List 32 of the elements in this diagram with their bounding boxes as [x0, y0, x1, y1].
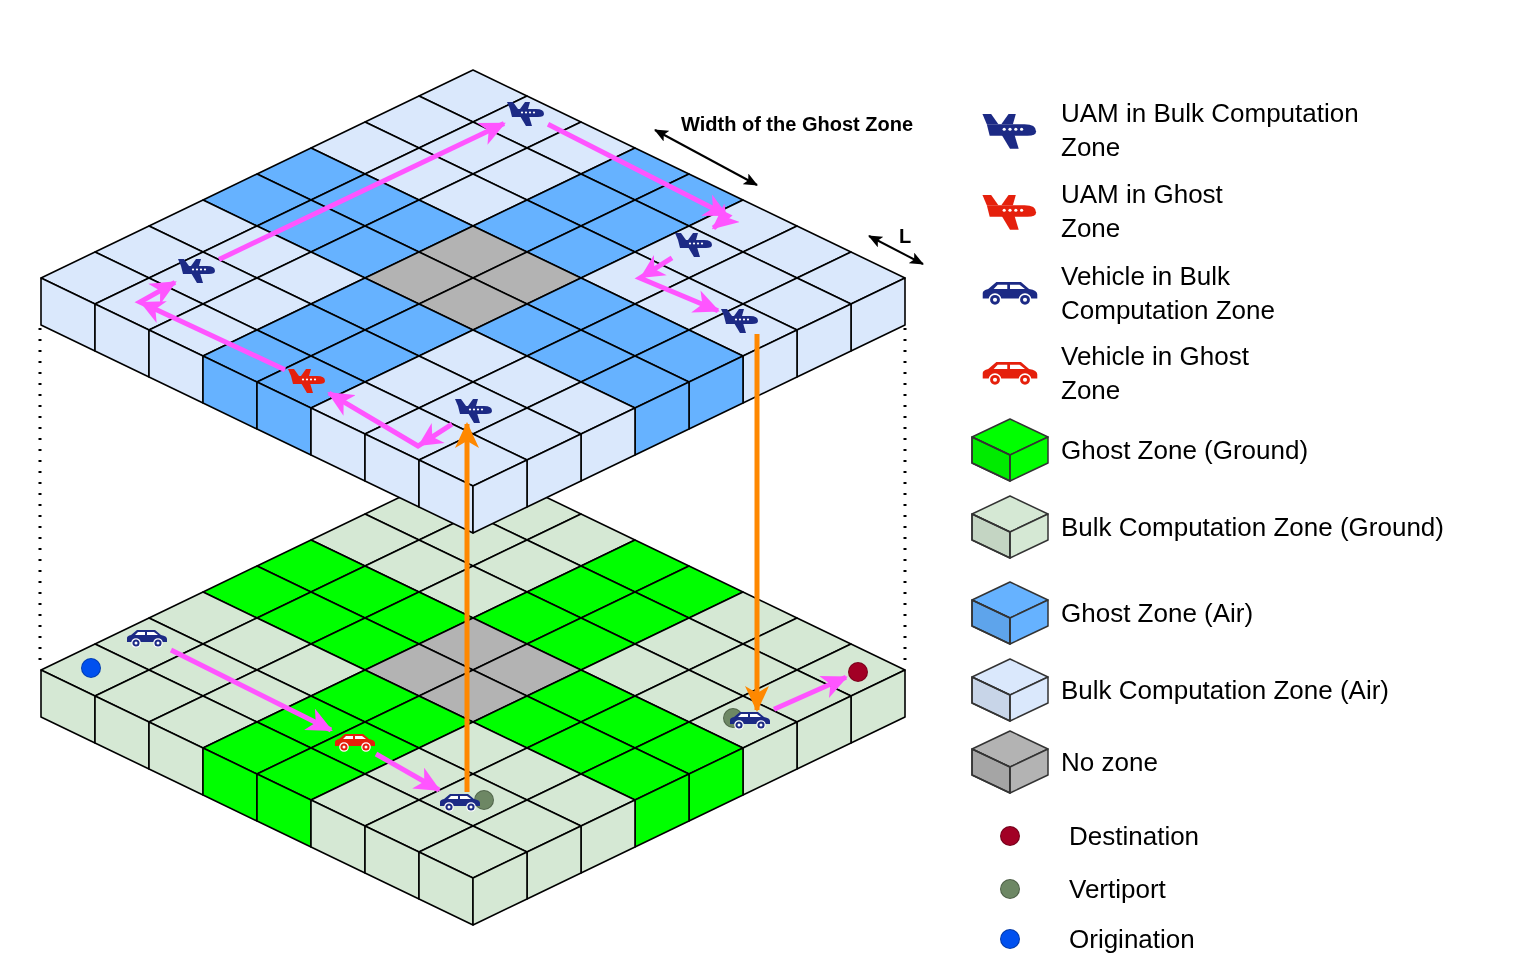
route-arrow: [455, 422, 479, 792]
plane-icon: [506, 99, 546, 127]
route-arrow: [773, 675, 848, 712]
legend-text: UAM in Bulk Computation Zone: [1061, 97, 1360, 164]
route-arrow: [745, 334, 769, 712]
legend-text: Ghost Zone (Air): [1061, 597, 1254, 630]
plane-icon: [674, 230, 714, 258]
car-icon: [125, 628, 169, 648]
plane-icon: [720, 306, 760, 334]
route-arrow: [634, 255, 720, 314]
legend-text: Origination: [1069, 923, 1195, 956]
legend-text: Vehicle in Bulk Computation Zone: [1061, 260, 1276, 327]
legend-text: Destination: [1069, 820, 1200, 853]
route-arrow: [546, 122, 740, 230]
plane-icon: [177, 256, 217, 284]
legend-text: Bulk Computation Zone (Air): [1061, 674, 1390, 707]
route-arrow: [374, 751, 441, 793]
car-icon: [728, 710, 772, 730]
car-icon: [438, 792, 482, 812]
plane-icon: [287, 366, 327, 394]
legend-text: Vertiport: [1069, 873, 1166, 906]
route-arrow: [134, 280, 287, 372]
dimension-label: L: [899, 225, 912, 248]
legend-text: Bulk Computation Zone (Ground): [1061, 511, 1444, 544]
legend-text: UAM in Ghost Zone: [1061, 178, 1224, 245]
legend-text: No zone: [1061, 746, 1158, 779]
plane-icon: [454, 396, 494, 424]
car-icon: [333, 732, 377, 752]
dimension-label: Width of the Ghost Zone: [681, 113, 913, 136]
route-arrow: [327, 390, 454, 449]
legend-text: Ghost Zone (Ground): [1061, 434, 1309, 467]
legend-text: Vehicle in Ghost Zone: [1061, 340, 1250, 407]
